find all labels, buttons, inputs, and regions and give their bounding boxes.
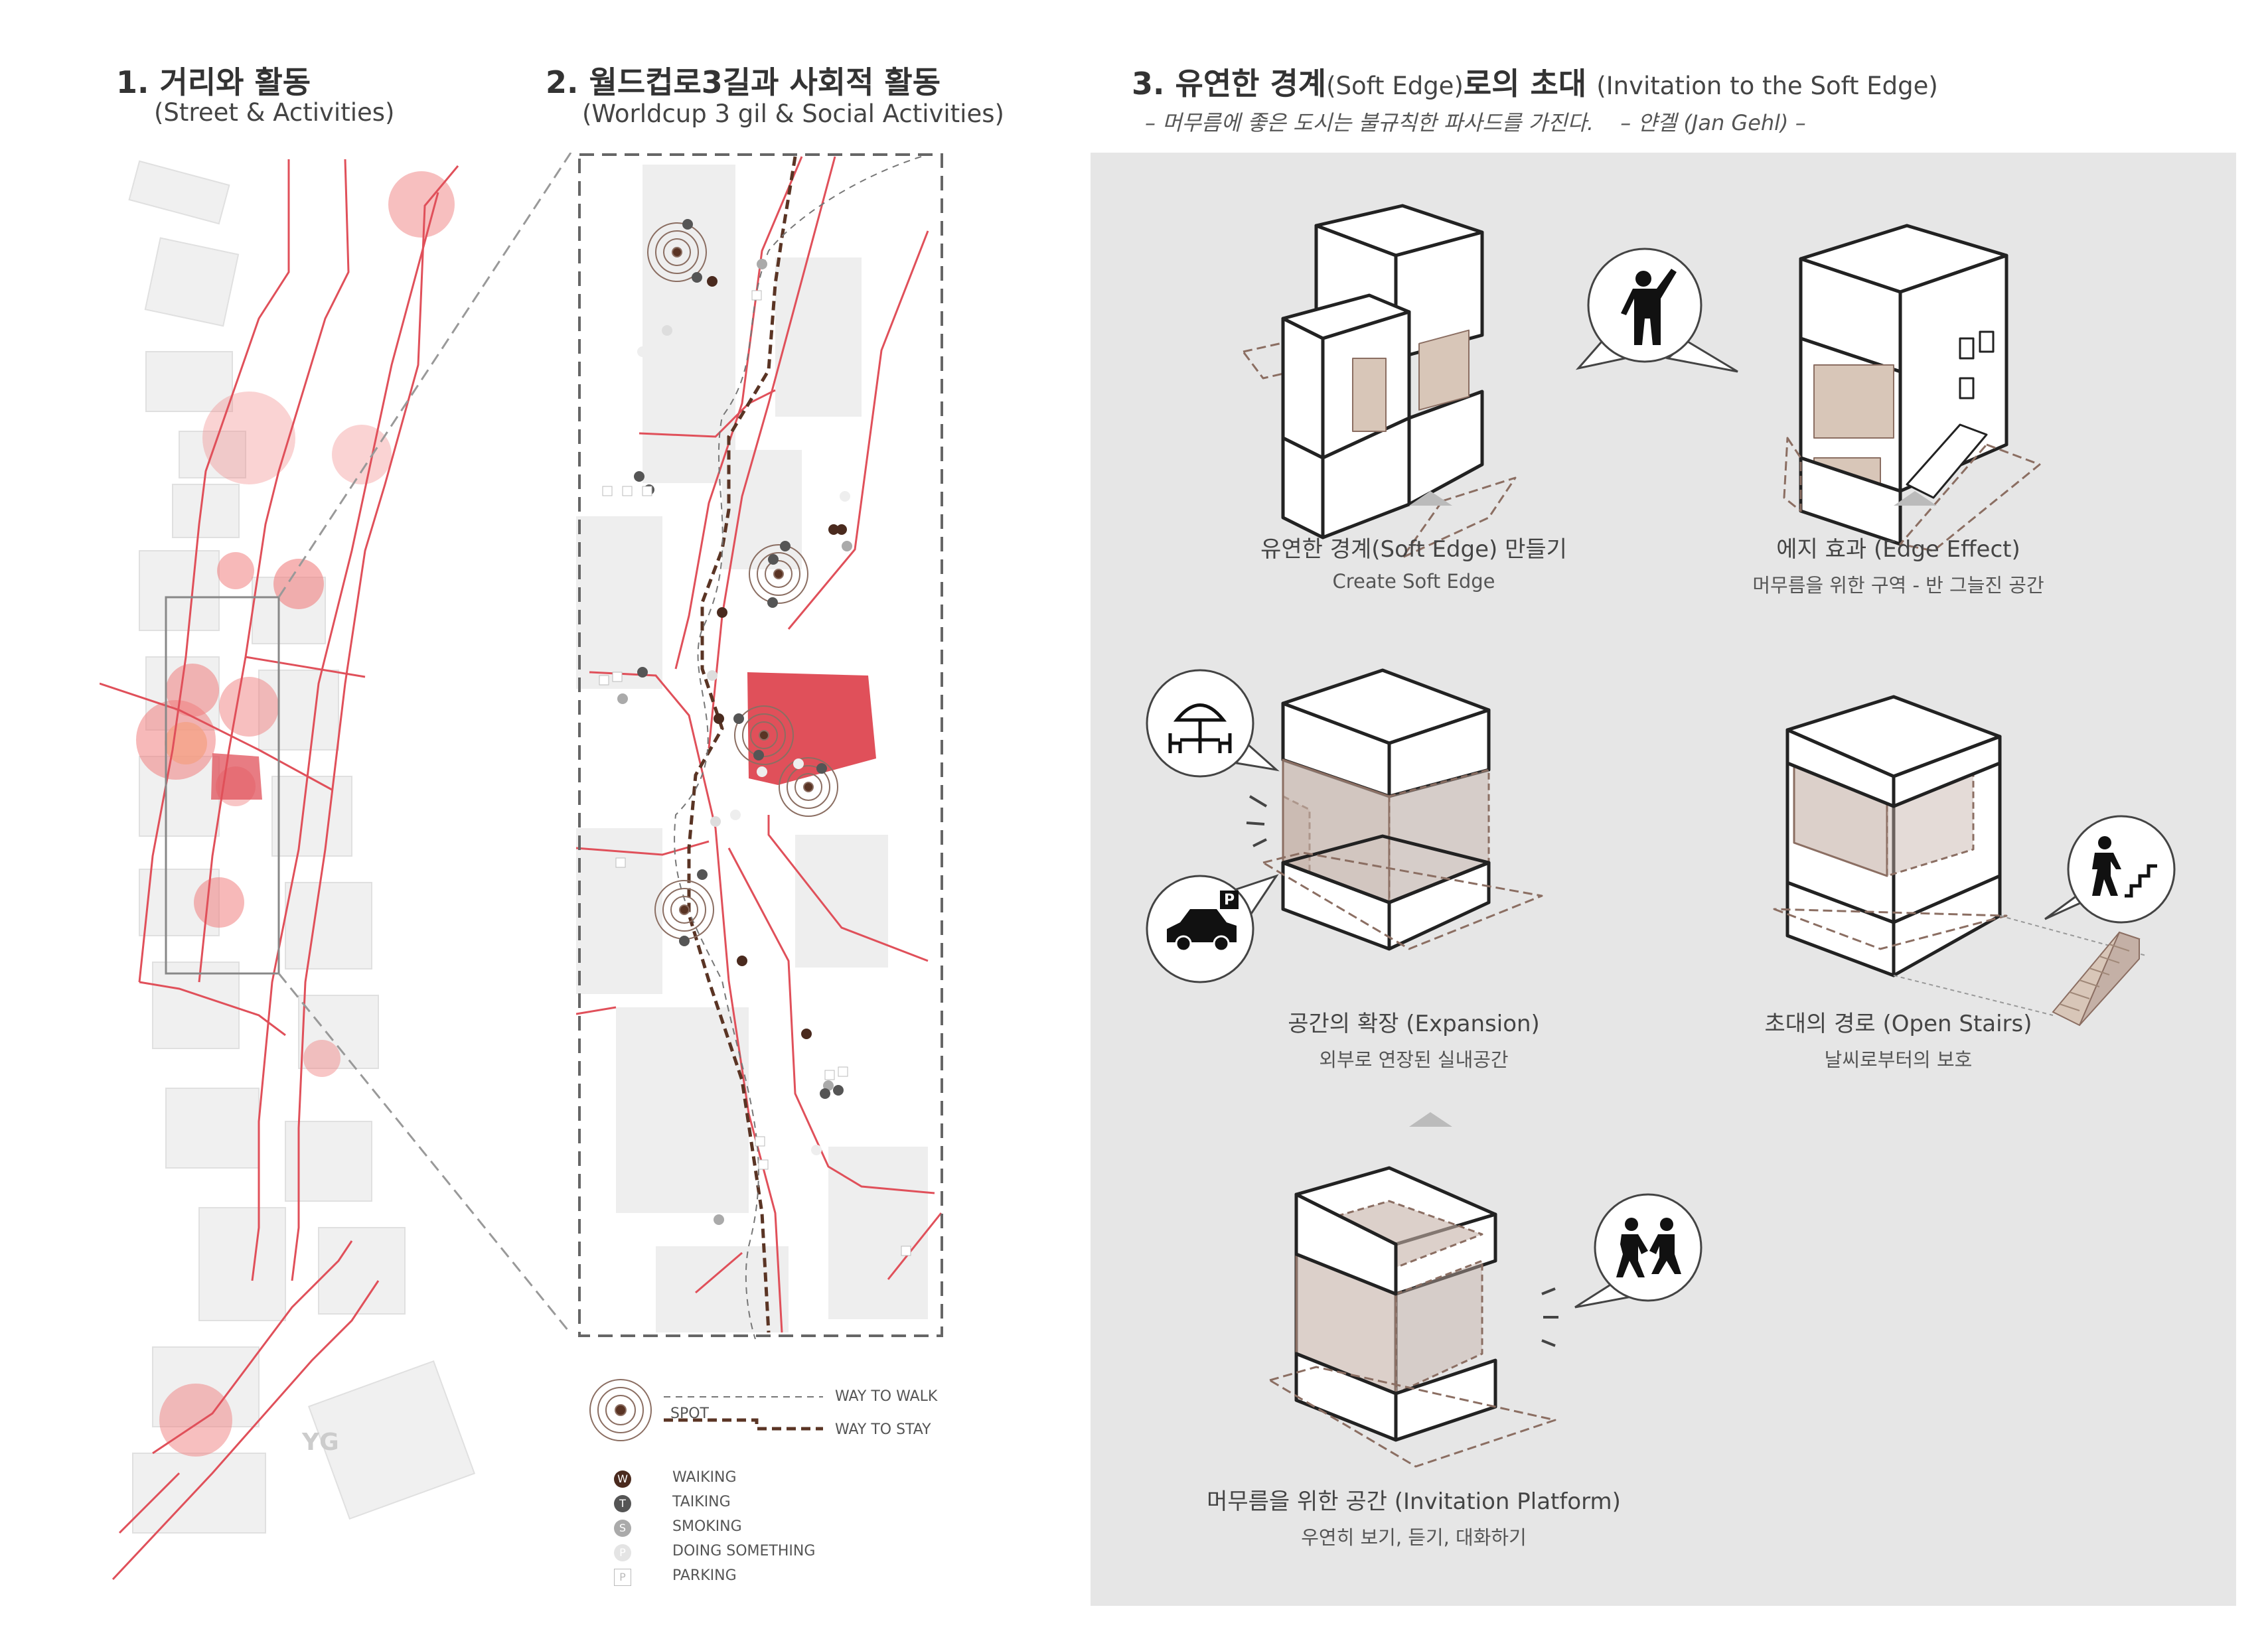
caption-platform-sub: 우연히 보기, 듣기, 대화하기 — [1301, 1526, 1527, 1549]
caption-stairs: 초대의 경로 (Open Stairs) 날씨로부터의 보호 — [1719, 1005, 2078, 1072]
street-activity-map: YG — [100, 159, 476, 1581]
legend-smoking-icon: S — [614, 1520, 631, 1537]
caption-stairs-title: 초대의 경로 (Open Stairs) — [1764, 1011, 2032, 1037]
arrow-up-2 — [1894, 491, 1937, 506]
activity-markers — [599, 219, 911, 1256]
way-to-stay-path — [687, 156, 797, 1333]
building-open-stairs — [1773, 695, 2147, 1016]
bubble-cafe — [1146, 669, 1280, 778]
sound-lines-2 — [1541, 1287, 1558, 1347]
section2-subtitle: (Worldcup 3 gil & Social Activities) — [582, 100, 1004, 128]
building-invitation-platform — [1268, 1166, 1556, 1468]
legend-way-to-stay: WAY TO STAY — [835, 1421, 931, 1438]
legend-path-symbols — [664, 1396, 823, 1431]
section1-title: 1. 거리와 활동 — [116, 64, 311, 100]
map-blocks — [576, 165, 928, 1332]
building-expansion — [1262, 668, 1543, 951]
arrow-up-3 — [1409, 1112, 1452, 1127]
caption-create: 유연한 경계(Soft Edge) 만들기 Create Soft Edge — [1235, 531, 1593, 593]
soft-edge-diagrams: P — [1146, 204, 2176, 1468]
yg-label: YG — [301, 1429, 339, 1456]
activity-legend: W WAIKING T TAIKING S SMOKING P DOING SO… — [614, 1467, 879, 1589]
spots — [647, 222, 838, 940]
bubble-parking: P — [1146, 874, 1279, 983]
caption-create-sub: Create Soft Edge — [1332, 570, 1495, 593]
stairs-object — [2052, 931, 2141, 1027]
bubble-person — [1575, 248, 1738, 373]
legend-walking-icon: W — [614, 1470, 631, 1488]
legend-doing-label: DOING SOMETHING — [672, 1543, 816, 1559]
site-building — [747, 672, 876, 785]
caption-platform-title: 머무름을 위한 공간 (Invitation Platform) — [1207, 1488, 1621, 1515]
zoom-detail-frame — [578, 153, 943, 1337]
legend-smoking-label: SMOKING — [672, 1518, 742, 1535]
caption-platform: 머무름을 위한 공간 (Invitation Platform) 우연히 보기,… — [1168, 1483, 1659, 1550]
legend-way-to-walk: WAY TO WALK — [835, 1388, 938, 1405]
street-edges — [100, 159, 459, 1581]
sound-lines-1 — [1246, 795, 1268, 847]
section1-subtitle: (Street & Activities) — [154, 98, 395, 127]
caption-stairs-sub: 날씨로부터의 보호 — [1824, 1048, 1973, 1071]
zoom-frame — [165, 596, 280, 975]
section3-title-num: 3. 유연한 경계 — [1132, 66, 1327, 102]
caption-expansion-sub: 외부로 연장된 실내공간 — [1319, 1048, 1509, 1071]
arrow-up-1 — [1409, 491, 1452, 506]
legend-talking-icon: T — [614, 1495, 631, 1512]
site-highlight — [211, 753, 262, 800]
section3-title-soft: (Soft Edge) — [1326, 72, 1464, 100]
svg-text:P: P — [1224, 892, 1235, 908]
map-streets — [576, 156, 943, 1333]
bubble-stairs — [2044, 815, 2176, 924]
bubble-conversation — [1574, 1193, 1702, 1309]
section3-title-end: 로의 초대 — [1463, 66, 1587, 102]
section2-title: 2. 월드컵로3길과 사회적 활동 — [546, 64, 941, 100]
caption-expansion: 공간의 확장 (Expansion) 외부로 연장된 실내공간 — [1235, 1005, 1593, 1072]
caption-expansion-title: 공간의 확장 (Expansion) — [1288, 1011, 1540, 1037]
legend-parking-label: PARKING — [672, 1567, 737, 1584]
section3-title-en: (Invitation to the Soft Edge) — [1596, 72, 1938, 100]
legend-spot-label: SPOT — [670, 1405, 709, 1422]
quote-author: – 얀겔 (Jan Gehl) – — [1620, 110, 1806, 135]
worldcup-3gil-map — [576, 153, 943, 1339]
legend-talking-label: TAIKING — [672, 1494, 731, 1510]
legend-doing-icon: P — [614, 1544, 631, 1561]
section3-title: 3. 유연한 경계(Soft Edge)로의 초대 (Invitation to… — [1132, 60, 1938, 104]
caption-edge-title: 에지 효과 (Edge Effect) — [1776, 536, 2020, 563]
section3-quote: – 머무름에 좋은 도시는 불규칙한 파사드를 가진다. – 얀겔 (Jan G… — [1145, 106, 1806, 137]
caption-create-title: 유연한 경계(Soft Edge) 만들기 — [1260, 536, 1567, 563]
legend-walking-label: WAIKING — [672, 1469, 737, 1486]
building-edge-effect — [1783, 224, 2041, 552]
legend-parking-icon: P — [614, 1569, 631, 1586]
zoom-connectors — [277, 153, 572, 1334]
caption-edge-sub: 머무름을 위한 구역 - 반 그늘진 공간 — [1752, 574, 2044, 597]
building-create-soft-edge — [1242, 204, 1517, 559]
legend-spot-symbol — [589, 1379, 652, 1441]
quote-main: – 머무름에 좋은 도시는 불규칙한 파사드를 가진다. — [1145, 110, 1594, 135]
caption-edge: 에지 효과 (Edge Effect) 머무름을 위한 구역 - 반 그늘진 공… — [1699, 531, 2097, 598]
